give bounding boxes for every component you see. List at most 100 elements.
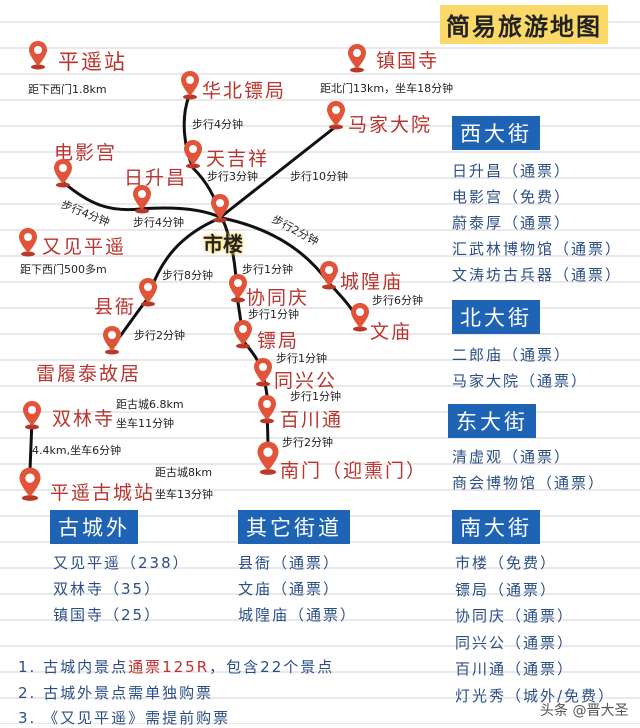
location-pin-icon xyxy=(211,194,229,223)
section-north: 北大街 二郎庙（通票） 马家大院（通票） xyxy=(452,300,588,394)
section-other: 其它街道 县衙（通票） 文庙（通票） 城隍庙（通票） xyxy=(238,510,357,628)
pin-zhenguo[interactable] xyxy=(345,43,369,73)
list-item: 电影宫（免费） xyxy=(452,188,572,206)
place-tianjixiang[interactable]: 天吉祥 xyxy=(206,148,270,170)
route-label: 步行3分钟 xyxy=(207,170,258,183)
location-pin-icon xyxy=(327,101,345,130)
place-rishengchang[interactable]: 日升昌 xyxy=(124,167,188,189)
route-label: 步行1分钟 xyxy=(242,263,293,276)
section-header: 北大街 xyxy=(452,300,540,334)
place-baichuan[interactable]: 百川通 xyxy=(280,409,344,431)
route-label: 步行4分钟 xyxy=(192,118,243,131)
place-nanmen[interactable]: 南门（迎熏门） xyxy=(280,460,428,482)
watermark: 头条 @晋大圣 xyxy=(540,703,629,719)
list-item: 马家大院（通票） xyxy=(452,372,589,390)
place-xietong[interactable]: 协同庆 xyxy=(246,287,310,309)
place-huabei[interactable]: 华北镖局 xyxy=(202,80,287,102)
place-leilvtai[interactable]: 雷履泰故居 xyxy=(36,363,142,385)
note-gucheng-time: 坐车13分钟 xyxy=(155,488,213,501)
location-pin-icon xyxy=(258,395,276,424)
note-shuanglin-distance: 距古城6.8km xyxy=(116,398,184,411)
pin-pingyao-station[interactable] xyxy=(26,40,50,70)
section-west: 西大街 日升昌（通票）电影宫（免费）蔚泰厚（通票）汇武林博物馆（通票）文涛坊古兵… xyxy=(452,116,622,288)
section-east: 东大街 清虚观（通票）商会博物馆（通票） xyxy=(448,404,605,496)
place-wenmiao[interactable]: 文庙 xyxy=(370,321,413,343)
pin-gucheng-station[interactable] xyxy=(16,466,44,502)
location-pin-icon xyxy=(351,303,369,332)
pin-dianying[interactable] xyxy=(51,158,75,188)
pin-tongxing[interactable] xyxy=(251,357,275,387)
pin-xietong[interactable] xyxy=(226,273,250,303)
location-pin-icon xyxy=(19,467,41,501)
route-label: 步行10分钟 xyxy=(290,170,348,183)
location-pin-icon xyxy=(133,185,151,214)
pin-huabei[interactable] xyxy=(178,70,202,100)
section-header: 其它街道 xyxy=(238,510,350,544)
section-south: 南大街 市楼（免费）镖局（通票）协同庆（通票）同兴公（通票）百川通（通票）灯光秀… xyxy=(452,510,615,709)
route-label: 步行1分钟 xyxy=(248,308,299,321)
location-pin-icon xyxy=(139,278,157,307)
note-1-a: 1. 古城内景点 xyxy=(18,658,129,676)
pin-shuanglin[interactable] xyxy=(20,400,44,430)
pin-xianya[interactable] xyxy=(136,277,160,307)
location-pin-icon xyxy=(19,228,37,257)
place-gucheng-station[interactable]: 平遥古城站 xyxy=(50,482,156,504)
list-item: 二郎庙（通票） xyxy=(452,346,572,364)
place-biaoju[interactable]: 镖局 xyxy=(257,330,300,352)
list-item: 城隍庙（通票） xyxy=(238,606,358,624)
pin-chenghuang[interactable] xyxy=(317,260,341,290)
note-pingyao-station: 距下西门1.8km xyxy=(28,83,107,96)
list-item: 市楼（免费） xyxy=(455,554,558,572)
route-label: 步行6分钟 xyxy=(372,294,423,307)
location-pin-icon xyxy=(254,358,272,387)
route-label: 步行8分钟 xyxy=(162,269,213,282)
place-shuanglin[interactable]: 双林寺 xyxy=(52,408,116,430)
list-item: 百川通（通票） xyxy=(455,660,575,678)
pin-majia[interactable] xyxy=(324,100,348,130)
list-item: 镖局（通票） xyxy=(455,580,558,599)
section-header: 南大街 xyxy=(452,510,540,544)
list-item: 协同庆（通票） xyxy=(455,607,575,625)
place-xianya[interactable]: 县衙 xyxy=(94,296,137,318)
location-pin-icon xyxy=(54,159,72,188)
note-3: 3. 《又见平遥》需提前购票 xyxy=(18,709,231,727)
pin-biaoju[interactable] xyxy=(231,319,255,349)
pin-nanmen[interactable] xyxy=(254,440,282,476)
list-item: 蔚泰厚（通票） xyxy=(452,214,572,232)
pin-rishengchang[interactable] xyxy=(130,184,154,214)
location-pin-icon xyxy=(229,274,247,303)
place-tongxing[interactable]: 同兴公 xyxy=(274,370,338,392)
pin-leilvtai[interactable] xyxy=(100,325,124,355)
page-title: 简易旅游地图 xyxy=(440,5,608,44)
list-item: 同兴公（通票） xyxy=(455,633,575,652)
pin-wenmiao[interactable] xyxy=(348,302,372,332)
location-pin-icon xyxy=(234,320,252,349)
pin-tianjixiang[interactable] xyxy=(181,139,205,169)
note-shuanglin-to-station: 4.4km,坐车6分钟 xyxy=(32,444,122,457)
note-zhenguo: 距北门13km，坐车18分钟 xyxy=(320,82,454,95)
route-label: 步行4分钟 xyxy=(133,216,184,229)
list-item: 商会博物馆（通票） xyxy=(452,474,606,492)
list-item: 日升昌（通票） xyxy=(452,162,572,180)
pin-baichuan[interactable] xyxy=(255,394,279,424)
list-item: 双林寺（35） xyxy=(53,580,162,598)
place-pingyao-station[interactable]: 平遥站 xyxy=(58,50,127,74)
list-item: 文庙（通票） xyxy=(238,580,341,598)
section-header: 西大街 xyxy=(452,116,540,150)
note-2: 2. 古城外景点需单独购票 xyxy=(18,684,214,702)
list-item: 文涛坊古兵器（通票） xyxy=(452,266,623,284)
note-1: 1. 古城内景点通票125R，包含22个景点 xyxy=(18,656,334,677)
location-pin-icon xyxy=(184,140,202,169)
note-youjian: 距下西门500多m xyxy=(20,263,107,276)
place-zhenguo[interactable]: 镇国寺 xyxy=(376,50,440,72)
pin-shilou[interactable] xyxy=(208,193,232,223)
list-item: 镇国寺（25） xyxy=(53,606,162,624)
place-youjian[interactable]: 又见平遥 xyxy=(42,236,127,258)
place-dianying[interactable]: 电影宫 xyxy=(54,142,118,164)
place-shilou[interactable]: 市楼 xyxy=(203,232,243,256)
place-majia[interactable]: 马家大院 xyxy=(348,114,433,136)
list-item: 县衙（通票） xyxy=(238,554,341,572)
pin-youjian[interactable] xyxy=(16,227,40,257)
route-label: 步行1分钟 xyxy=(290,390,341,403)
place-chenghuang[interactable]: 城隍庙 xyxy=(340,271,404,293)
